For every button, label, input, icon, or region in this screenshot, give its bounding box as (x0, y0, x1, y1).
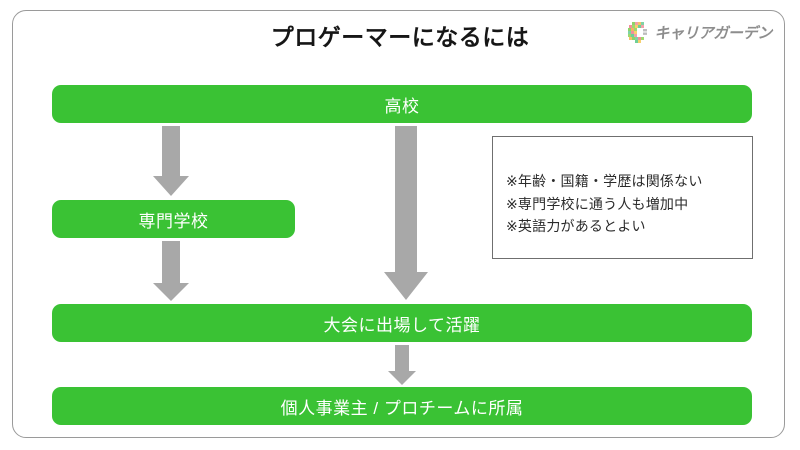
brand-logo-text: キャリアガーデン (654, 24, 772, 42)
arrow-down-vocational-to-compete-icon (153, 241, 189, 301)
flow-box-high-school[interactable]: 高校 (52, 85, 752, 123)
note-box-text: ※年齢・国籍・学歴は関係ない ※専門学校に通う人も増加中 ※英語力があるとよい (506, 170, 703, 238)
note-line: ※専門学校に通う人も増加中 (506, 195, 689, 212)
page-title: プロゲーマーになるには (270, 24, 530, 50)
flow-box-label: 高校 (384, 96, 420, 116)
flow-box-label: 大会に出場して活躍 (323, 315, 481, 335)
arrow-down-compete-to-pro-icon (388, 345, 416, 385)
arrow-down-high-school-to-compete-icon (384, 126, 428, 300)
flow-box-vocational-school[interactable]: 専門学校 (52, 200, 295, 238)
career-garden-c-logo-icon (626, 20, 650, 44)
arrow-down-high-school-to-vocational-icon (153, 126, 189, 196)
flow-box-label: 個人事業主 / プロチームに所属 (280, 398, 524, 418)
flow-box-pro-status[interactable]: 個人事業主 / プロチームに所属 (52, 387, 752, 425)
note-line: ※年齢・国籍・学歴は関係ない (506, 173, 703, 189)
flow-box-label: 専門学校 (138, 211, 209, 231)
flow-box-compete-tournaments[interactable]: 大会に出場して活躍 (52, 304, 752, 342)
note-box: ※年齢・国籍・学歴は関係ない ※専門学校に通う人も増加中 ※英語力があるとよい (492, 136, 753, 259)
note-line: ※英語力があるとよい (506, 218, 646, 235)
brand-logo: キャリアガーデン (626, 20, 772, 44)
